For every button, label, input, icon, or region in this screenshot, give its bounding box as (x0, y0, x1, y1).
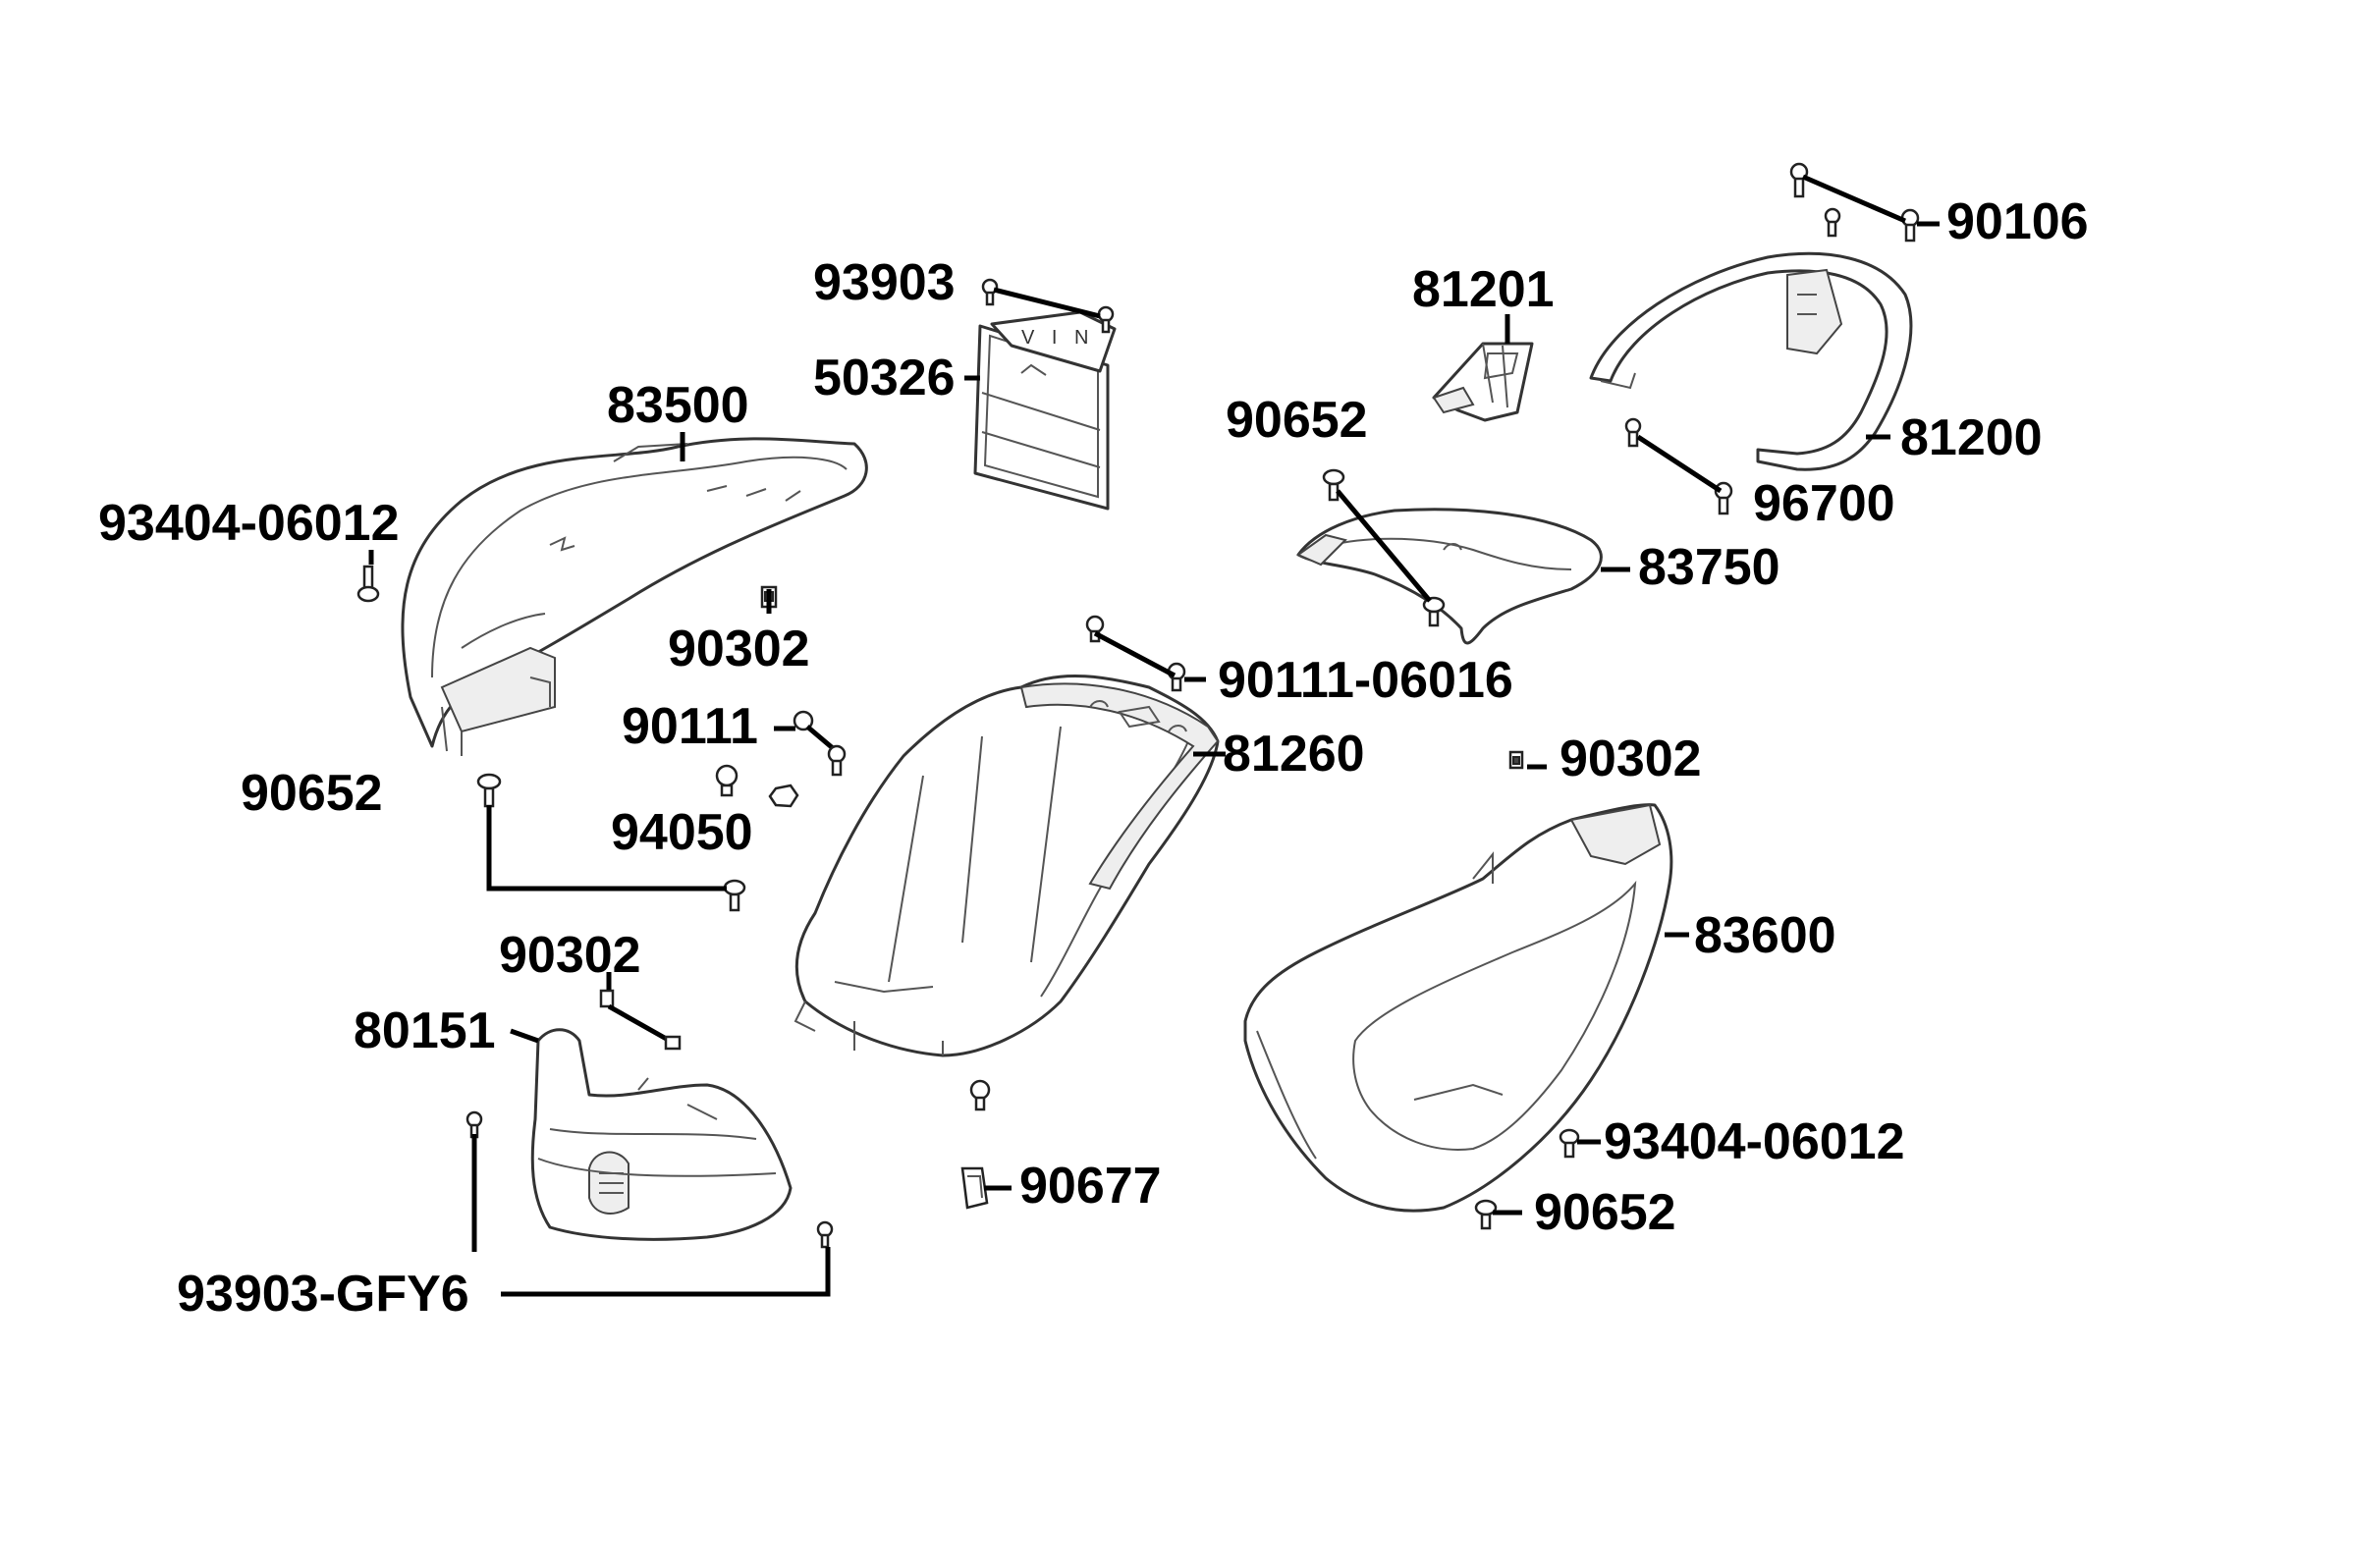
side-cover-83600 (1243, 803, 1673, 1213)
label-83750: 83750 (1638, 539, 1780, 596)
screw-icon (1474, 1128, 1580, 1230)
label-93903-gfy6: 93903-GFY6 (177, 1266, 469, 1323)
label-90652-right: 90652 (1534, 1184, 1676, 1241)
bolt-icon (1624, 417, 1733, 515)
nut-icon (715, 764, 799, 808)
label-90111-06016: 90111-06016 (1218, 652, 1513, 709)
front-inner-cover-83500 (401, 437, 868, 756)
clip-icon (960, 1079, 991, 1210)
bolt-icon (1789, 162, 1920, 243)
label-93903: 93903 (813, 254, 956, 311)
bolt-icon (793, 710, 847, 777)
screw-icon (356, 565, 380, 603)
label-90302-right: 90302 (1560, 730, 1702, 787)
label-90652-left: 90652 (241, 765, 383, 822)
part-number-labels: 93903 50326 83500 93404-06012 90302 9011… (98, 193, 2089, 1323)
clip-icon (599, 989, 682, 1051)
leader-lines (368, 174, 1940, 1297)
rear-center-cover-83750 (1295, 508, 1603, 645)
label-90652-mid: 90652 (1226, 392, 1368, 449)
label-90106: 90106 (1946, 193, 2089, 250)
label-90111: 90111 (622, 698, 758, 755)
label-90302-lower: 90302 (499, 927, 641, 984)
clip-icon (1508, 750, 1524, 770)
label-50326: 50326 (813, 350, 956, 406)
vin-plate-text: V I N (1021, 327, 1094, 349)
label-80151: 80151 (354, 1002, 496, 1059)
screw-icon (465, 1110, 834, 1249)
label-94050: 94050 (611, 804, 753, 861)
label-83500: 83500 (607, 377, 749, 434)
label-93404-06012-right: 93404-06012 (1604, 1113, 1905, 1170)
bracket-81201 (1432, 342, 1534, 422)
label-90677: 90677 (1019, 1158, 1162, 1215)
front-lower-cover-80151 (530, 1028, 793, 1241)
screw-icon (476, 773, 746, 912)
screw-icon (1322, 468, 1446, 627)
label-96700: 96700 (1753, 475, 1895, 532)
label-90302-upper: 90302 (668, 621, 810, 677)
grab-rail-81200 (1589, 251, 1913, 471)
label-81260: 81260 (1223, 726, 1365, 783)
label-81200: 81200 (1900, 409, 2043, 466)
vin-cover-50326: V I N (973, 310, 1117, 511)
label-93404-06012-left: 93404-06012 (98, 495, 400, 552)
label-83600: 83600 (1694, 907, 1836, 964)
label-81201: 81201 (1412, 261, 1555, 318)
luggage-box-81260 (793, 674, 1220, 1057)
